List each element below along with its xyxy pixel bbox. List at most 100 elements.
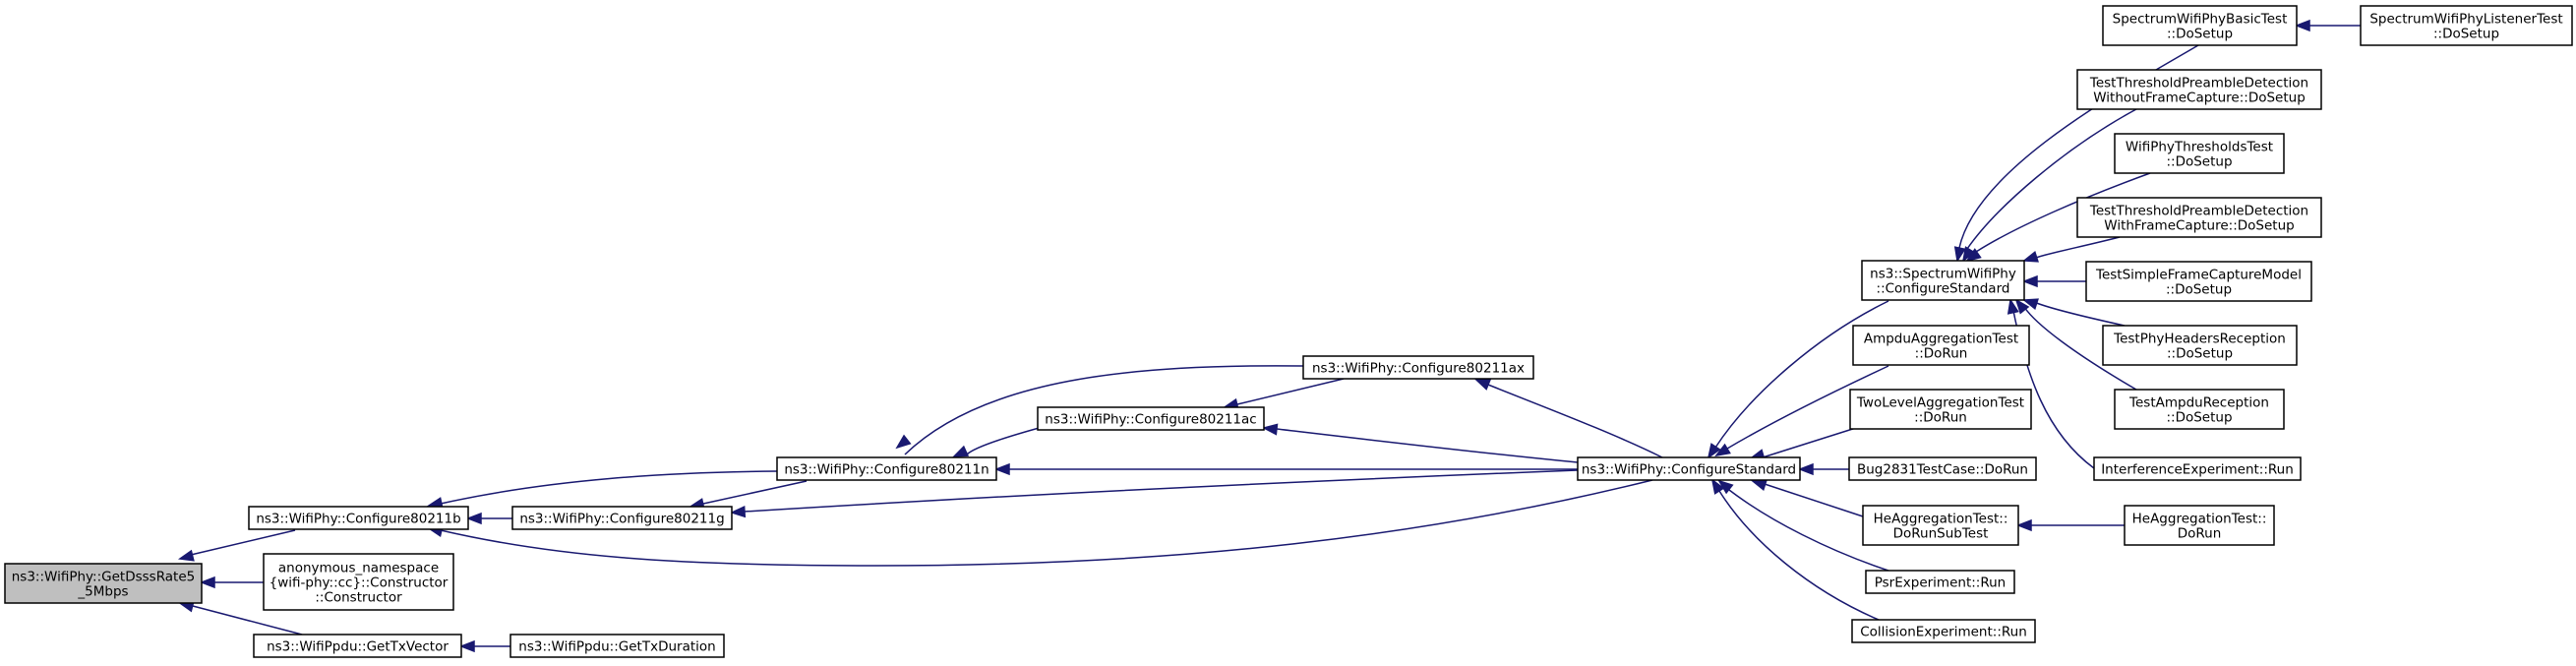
node-cfg80211ac-label-0: ns3::WifiPhy::Configure80211ac (1045, 412, 1256, 428)
node-twolevel[interactable]: TwoLevelAggregationTest::DoRun (1849, 389, 2032, 430)
edge-cfgstd-to-cfg80211g (744, 469, 1579, 513)
node-threshwithout[interactable]: TestThresholdPreambleDetectionWithoutFra… (2076, 69, 2322, 110)
node-speclistener[interactable]: SpectrumWifiPhyListenerTest::DoSetup (2360, 5, 2573, 46)
node-heaggrun[interactable]: HeAggregationTest::DoRun (2124, 505, 2275, 546)
node-anon[interactable]: anonymous_namespace{wifi-phy::cc}::Const… (263, 553, 454, 611)
node-cfg80211g-label-0: ns3::WifiPhy::Configure80211g (519, 512, 724, 527)
arrowhead-bug2831-to-cfgstd (1797, 462, 1814, 476)
node-phyheaders-box (2102, 325, 2298, 366)
node-heaggsub-box (1862, 505, 2019, 546)
node-threshwith-label-1: WithFrameCapture::DoSetup (2104, 218, 2294, 234)
node-ampdurecep-label-0: TestAmpduReception (2128, 395, 2269, 411)
arrowhead-interference-to-specstd (2007, 297, 2019, 315)
node-cfg80211ax-label-0: ns3::WifiPhy::Configure80211ax (1312, 361, 1525, 377)
arrowhead-threshwith-to-specstd (2022, 251, 2039, 263)
node-threshwith[interactable]: TestThresholdPreambleDetectionWithFrameC… (2076, 197, 2322, 238)
node-cfg80211b-label-0: ns3::WifiPhy::Configure80211b (256, 512, 460, 527)
arrowhead-phyheaders-to-specstd (2022, 298, 2039, 310)
arrowhead-cfgstd-to-cfg80211ax (1474, 379, 1492, 391)
node-ampdurecep[interactable]: TestAmpduReception::DoSetup (2114, 389, 2285, 430)
edge-psr-to-cfgstd (1728, 489, 1889, 572)
node-root[interactable]: ns3::WifiPhy::GetDsssRate5_5Mbps (4, 563, 203, 604)
arrowhead-ampdurecep-to-specstd (2014, 298, 2030, 315)
node-gettxduration[interactable]: ns3::WifiPpdu::GetTxDuration (509, 634, 725, 658)
node-anon-label-0: anonymous_namespace (278, 561, 439, 576)
arrowhead-cfgstd-to-cfg80211ac (1261, 423, 1279, 436)
node-ampdutest-box (1852, 325, 2030, 366)
node-cfgstd-label-0: ns3::WifiPhy::ConfigureStandard (1582, 462, 1796, 478)
arrowhead-collision-to-cfgstd (1710, 478, 1725, 495)
arrowhead-cfg80211ax-to-cfg80211n (895, 434, 912, 450)
node-collision-box (1851, 619, 2036, 643)
edge-cfgstd-to-cfg80211ac (1276, 428, 1579, 463)
node-interference-label-0: InterferenceExperiment::Run (2101, 462, 2294, 478)
node-cfg80211b[interactable]: ns3::WifiPhy::Configure80211b (248, 506, 469, 530)
node-ampdurecep-label-1: ::DoSetup (2166, 410, 2232, 426)
node-gettxvector-label-0: ns3::WifiPpdu::GetTxVector (267, 639, 449, 655)
node-cfg80211g[interactable]: ns3::WifiPhy::Configure80211g (511, 506, 733, 530)
node-anon-label-2: ::Constructor (315, 590, 402, 606)
node-psr-label-0: PsrExperiment::Run (1875, 575, 2006, 591)
node-threshwithout-label-0: TestThresholdPreambleDetection (2089, 76, 2308, 91)
arrowhead-heaggrun-to-heaggsub (2015, 518, 2032, 532)
arrowhead-specstd-to-cfgstd (1707, 443, 1721, 459)
node-ampdurecep-box (2114, 389, 2285, 430)
call-edges (177, 19, 2361, 653)
node-gettxvector[interactable]: ns3::WifiPpdu::GetTxVector (253, 634, 462, 658)
node-simplecapture-box (2085, 261, 2312, 302)
arrowhead-cfg80211b-to-root (177, 549, 195, 562)
node-phythresh-box (2114, 133, 2285, 174)
node-phyheaders[interactable]: TestPhyHeadersReception::DoSetup (2102, 325, 2298, 366)
node-gettxvector-box (253, 634, 462, 658)
node-speclistener-label-1: ::DoSetup (2433, 27, 2499, 42)
edge-cfg80211n-to-cfg80211g (702, 480, 808, 505)
node-root-label-0: ns3::WifiPhy::GetDsssRate5 (12, 570, 195, 585)
node-twolevel-box (1849, 389, 2032, 430)
node-interference[interactable]: InterferenceExperiment::Run (2093, 456, 2302, 481)
node-cfgstd-box (1577, 456, 1801, 481)
arrowhead-threshwithout-to-specstd (1961, 246, 1976, 263)
node-twolevel-label-1: ::DoRun (1914, 410, 1967, 426)
node-cfg80211n-box (776, 456, 997, 481)
edge-cfg80211n-to-cfg80211b (440, 470, 778, 505)
node-root-box (4, 563, 203, 604)
node-speclistener-label-0: SpectrumWifiPhyListenerTest (2369, 12, 2562, 28)
node-threshwith-label-0: TestThresholdPreambleDetection (2089, 204, 2308, 219)
node-simplecapture[interactable]: TestSimpleFrameCaptureModel::DoSetup (2085, 261, 2312, 302)
edge-cfgstd-to-cfg80211ax (1487, 384, 1663, 458)
edge-gettxvector-to-root (192, 605, 303, 636)
arrowhead-cfgstd-to-cfg80211n (993, 462, 1010, 476)
node-cfg80211ax-box (1302, 355, 1534, 380)
node-specbasic-label-1: ::DoSetup (2167, 27, 2233, 42)
node-phyheaders-label-0: TestPhyHeadersReception (2113, 332, 2286, 347)
node-specstd-label-0: ns3::SpectrumWifiPhy (1870, 267, 2016, 282)
node-cfgstd[interactable]: ns3::WifiPhy::ConfigureStandard (1577, 456, 1801, 481)
node-cfg80211n[interactable]: ns3::WifiPhy::Configure80211n (776, 456, 997, 481)
node-heaggrun-label-0: HeAggregationTest:: (2132, 512, 2267, 527)
node-simplecapture-label-0: TestSimpleFrameCaptureModel (2095, 268, 2302, 283)
node-psr[interactable]: PsrExperiment::Run (1865, 570, 2015, 594)
node-bug2831-label-0: Bug2831TestCase::DoRun (1857, 462, 2028, 478)
node-threshwith-box (2076, 197, 2322, 238)
node-heaggsub[interactable]: HeAggregationTest::DoRunSubTest (1862, 505, 2019, 546)
node-phythresh-label-0: WifiPhyThresholdsTest (2126, 140, 2273, 155)
node-cfg80211ac[interactable]: ns3::WifiPhy::Configure80211ac (1037, 406, 1265, 431)
node-collision[interactable]: CollisionExperiment::Run (1851, 619, 2036, 643)
edge-specstd-to-cfgstd (1714, 300, 1889, 449)
node-specbasic-box (2102, 5, 2298, 46)
edge-phythresh-to-specstd (1975, 172, 2151, 253)
node-specbasic[interactable]: SpectrumWifiPhyBasicTest::DoSetup (2102, 5, 2298, 46)
arrowhead-speclistener-to-specbasic (2294, 19, 2310, 32)
arrowhead-simplecapture-to-specstd (2021, 274, 2038, 288)
node-heaggrun-box (2124, 505, 2275, 546)
node-cfg80211ax[interactable]: ns3::WifiPhy::Configure80211ax (1302, 355, 1534, 380)
edge-phyheaders-to-specstd (2033, 301, 2126, 327)
arrowhead-gettxduration-to-gettxvector (458, 639, 475, 653)
node-specstd[interactable]: ns3::SpectrumWifiPhy::ConfigureStandard (1861, 260, 2025, 301)
node-ampdutest[interactable]: AmpduAggregationTest::DoRun (1852, 325, 2030, 366)
node-root-label-1: _5Mbps (77, 584, 128, 600)
edge-heaggsub-to-cfgstd (1764, 483, 1864, 517)
node-phythresh[interactable]: WifiPhyThresholdsTest::DoSetup (2114, 133, 2285, 174)
node-bug2831[interactable]: Bug2831TestCase::DoRun (1848, 456, 2037, 481)
